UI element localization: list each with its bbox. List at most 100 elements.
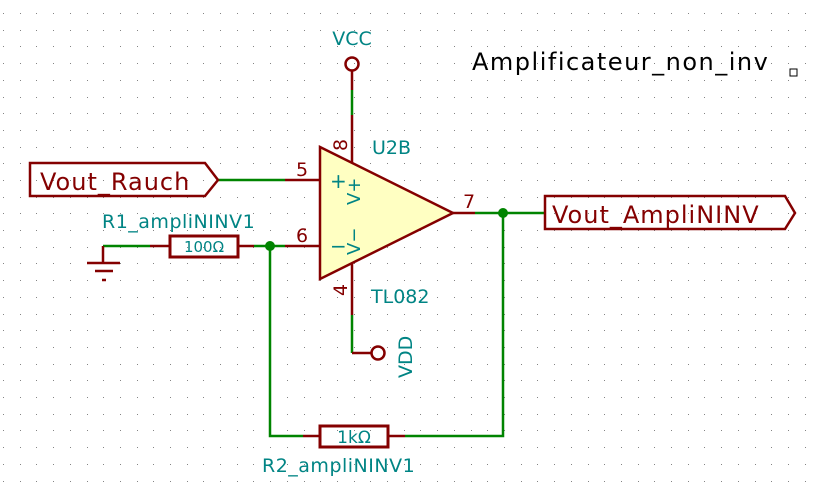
grid-dot	[337, 80, 338, 81]
grid-dot	[604, 397, 605, 398]
grid-dot	[120, 297, 121, 298]
grid-dot	[521, 80, 522, 81]
grid-dot	[604, 113, 605, 114]
resistor-r2-body[interactable]	[318, 424, 390, 449]
grid-dot	[537, 80, 538, 81]
sheet-title-text[interactable]: Amplificateur_non_inv	[472, 48, 769, 76]
grid-dot	[404, 380, 405, 381]
grid-dot	[688, 230, 689, 231]
grid-dot	[738, 247, 739, 248]
grid-dot	[187, 113, 188, 114]
grid-dot	[337, 314, 338, 315]
grid-dot	[504, 80, 505, 81]
grid-dot	[153, 197, 154, 198]
grid-dot	[487, 430, 488, 431]
grid-dot	[755, 80, 756, 81]
grid-dot	[604, 147, 605, 148]
opamp-body[interactable]	[318, 144, 456, 282]
grid-dot	[137, 430, 138, 431]
grid-dot	[437, 97, 438, 98]
grid-dot	[304, 364, 305, 365]
grid-dot	[805, 481, 806, 482]
grid-dot	[3, 13, 4, 14]
grid-dot	[53, 464, 54, 465]
grid-dot	[153, 314, 154, 315]
grid-dot	[53, 130, 54, 131]
grid-dot	[354, 46, 355, 47]
grid-dot	[521, 380, 522, 381]
grid-dot	[788, 297, 789, 298]
grid-dot	[20, 430, 21, 431]
grid-dot	[537, 397, 538, 398]
grid-dot	[738, 230, 739, 231]
global-label-input[interactable]: Vout_Rauch	[28, 161, 220, 198]
grid-dot	[521, 197, 522, 198]
resistor-r1-body[interactable]	[168, 234, 240, 259]
grid-dot	[771, 163, 772, 164]
grid-dot	[70, 347, 71, 348]
grid-dot	[3, 314, 4, 315]
grid-dot	[521, 30, 522, 31]
wire-feedback-right[interactable]	[405, 213, 505, 438]
power-vdd[interactable]: VDD	[352, 336, 417, 378]
power-vcc[interactable]: VCC	[332, 28, 372, 90]
grid-dot	[721, 97, 722, 98]
grid-dot	[721, 197, 722, 198]
grid-dot	[738, 380, 739, 381]
grid-dot	[304, 247, 305, 248]
grid-dot	[487, 397, 488, 398]
grid-dot	[270, 230, 271, 231]
ground-symbol[interactable]	[87, 246, 120, 282]
grid-dot	[638, 46, 639, 47]
grid-dot	[3, 80, 4, 81]
wire-feedback-left[interactable]	[268, 246, 303, 438]
grid-dot	[137, 97, 138, 98]
grid-dot	[237, 63, 238, 64]
grid-dot	[738, 297, 739, 298]
grid-dot	[504, 147, 505, 148]
grid-dot	[53, 247, 54, 248]
global-label-output[interactable]: Vout_AmpliNINV	[543, 194, 797, 231]
grid-dot	[437, 380, 438, 381]
grid-dot	[370, 46, 371, 47]
resistor-r2[interactable]: 1kΩ	[303, 424, 405, 449]
grid-dot	[454, 46, 455, 47]
grid-dot	[437, 180, 438, 181]
grid-dot	[87, 464, 88, 465]
grid-dot	[554, 297, 555, 298]
grid-dot	[320, 347, 321, 348]
grid-dot	[671, 414, 672, 415]
grid-dot	[387, 13, 388, 14]
grid-dot	[420, 464, 421, 465]
grid-dot	[537, 314, 538, 315]
grid-dot	[771, 13, 772, 14]
grid-dot	[805, 447, 806, 448]
grid-dot	[404, 147, 405, 148]
grid-dot	[638, 13, 639, 14]
grid-dot	[771, 414, 772, 415]
grid-dot	[287, 197, 288, 198]
grid-dot	[755, 464, 756, 465]
resistor-r1[interactable]: 100Ω	[150, 234, 254, 259]
grid-dot	[554, 147, 555, 148]
grid-dot	[120, 481, 121, 482]
grid-dot	[237, 314, 238, 315]
grid-dot	[788, 280, 789, 281]
grid-dot	[738, 347, 739, 348]
grid-dot	[354, 63, 355, 64]
grid-dot	[704, 330, 705, 331]
opamp-u2b[interactable]: 5 6 7 8 4 + − V+ V−	[285, 115, 475, 315]
grid-dot	[721, 380, 722, 381]
grid-dot	[471, 247, 472, 248]
wires	[103, 90, 545, 438]
grid-dot	[36, 297, 37, 298]
grid-dot	[805, 180, 806, 181]
grid-dot	[36, 280, 37, 281]
grid-dot	[370, 364, 371, 365]
grid-dot	[287, 347, 288, 348]
grid-dot	[87, 330, 88, 331]
grid-dot	[137, 46, 138, 47]
grid-dot	[36, 397, 37, 398]
grid-dot	[704, 314, 705, 315]
grid-dot	[621, 13, 622, 14]
